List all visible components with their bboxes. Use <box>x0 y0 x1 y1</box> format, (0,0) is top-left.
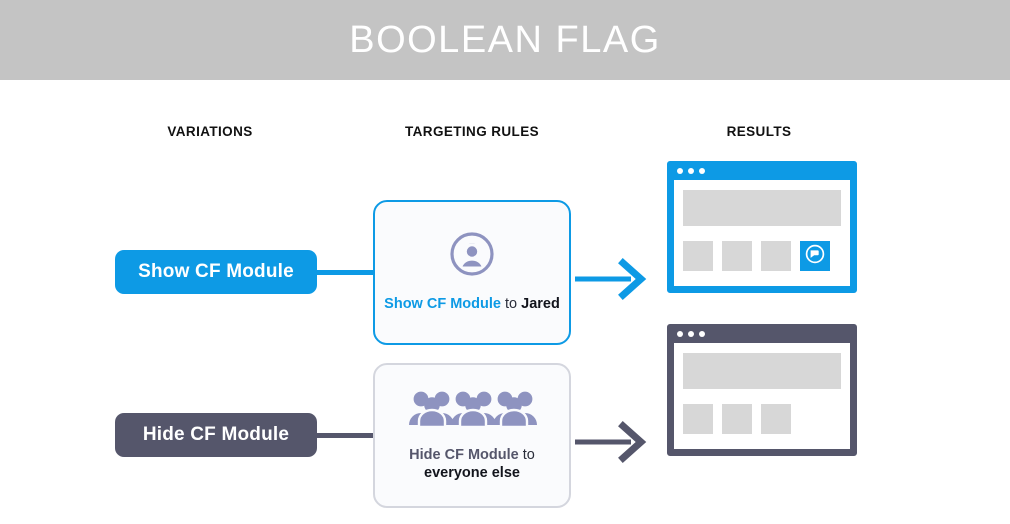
placeholder-tile <box>722 404 752 434</box>
window-dot-icon <box>688 331 694 337</box>
hero-placeholder-block <box>683 353 841 389</box>
variation-pill-hide[interactable]: Hide CF Module <box>115 413 317 457</box>
tile-row-show <box>683 241 841 271</box>
result-browser-show <box>667 161 857 293</box>
page-header: BOOLEAN FLAG <box>0 0 1010 80</box>
rule-card-show[interactable]: Show CF Module to Jared <box>373 200 571 345</box>
chat-flag-icon <box>804 243 826 270</box>
connector-line-hide <box>315 433 375 438</box>
window-dot-icon <box>699 331 705 337</box>
crowd-of-people-icon <box>405 389 539 432</box>
column-header-row: VARIATIONS TARGETING RULES RESULTS <box>0 124 1010 158</box>
column-header-targeting-rules: TARGETING RULES <box>405 124 539 139</box>
hero-placeholder-block <box>683 190 841 226</box>
flow-arrow-hide <box>575 421 647 468</box>
placeholder-tile <box>761 404 791 434</box>
variation-pill-show[interactable]: Show CF Module <box>115 250 317 294</box>
flow-arrow-show <box>575 258 647 305</box>
rule-target-label-hide: everyone else <box>424 465 520 481</box>
column-header-results: RESULTS <box>726 124 792 139</box>
placeholder-tile <box>683 404 713 434</box>
page-title: BOOLEAN FLAG <box>349 18 661 61</box>
rule-target-label-show: Jared <box>521 295 560 312</box>
window-dot-icon <box>677 331 683 337</box>
browser-content-hide <box>674 343 850 449</box>
browser-titlebar-hide <box>668 325 856 343</box>
column-header-variations: VARIATIONS <box>167 124 253 139</box>
variation-pill-hide-label: Hide CF Module <box>142 424 290 445</box>
window-dot-icon <box>688 168 694 174</box>
window-dot-icon <box>677 168 683 174</box>
tile-row-hide <box>683 404 841 434</box>
placeholder-tile <box>761 241 791 271</box>
connector-line-show <box>315 270 375 275</box>
rule-flag-label-hide: Hide CF Module <box>409 446 519 463</box>
browser-titlebar-show <box>668 162 856 180</box>
cf-module-tile[interactable] <box>800 241 830 271</box>
flag-diagram: Show CF Module Show CF Module to Jared <box>0 158 1010 524</box>
rule-connector-word-show: to <box>505 295 518 312</box>
rule-flag-label-show: Show CF Module <box>384 295 501 312</box>
rule-text-show: Show CF Module to Jared <box>384 295 560 313</box>
browser-content-show <box>674 180 850 286</box>
single-person-icon <box>450 232 494 281</box>
placeholder-tile <box>722 241 752 271</box>
rule-connector-word-hide: to <box>522 446 535 463</box>
result-browser-hide <box>667 324 857 456</box>
window-dot-icon <box>699 168 705 174</box>
variation-pill-show-label: Show CF Module <box>138 261 294 282</box>
placeholder-tile <box>683 241 713 271</box>
